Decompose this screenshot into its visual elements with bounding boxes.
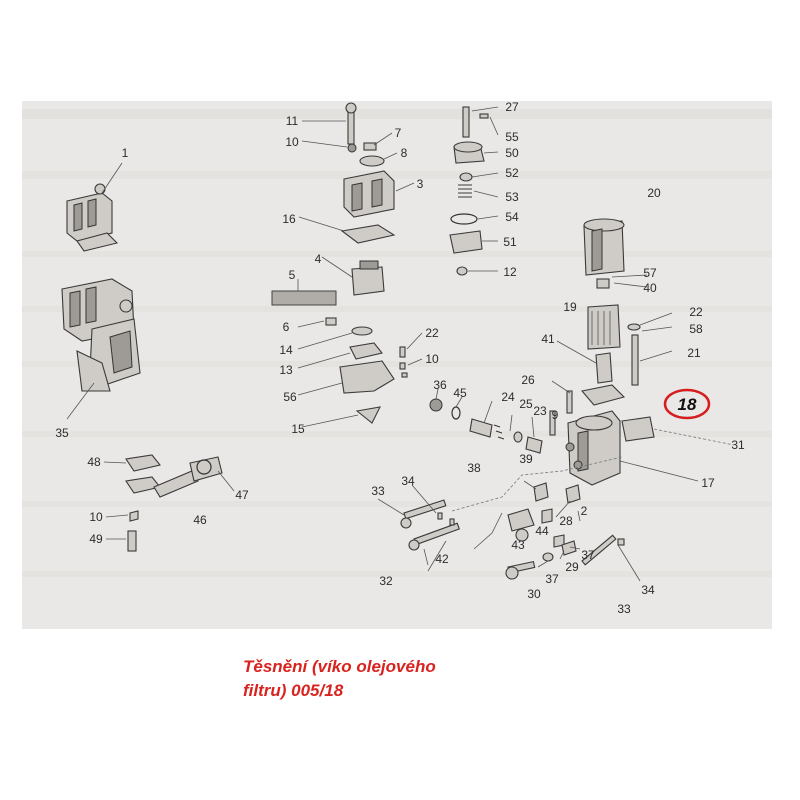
small-parts-22-10	[399, 332, 423, 378]
part-label-32: 32	[379, 574, 393, 588]
part-label-17: 17	[701, 476, 715, 490]
part-label-33-b: 33	[617, 602, 631, 616]
part-label-1: 1	[122, 146, 129, 160]
part-label-20: 20	[647, 186, 661, 200]
part-label-39: 39	[519, 452, 533, 466]
part-label-45: 45	[453, 386, 467, 400]
part-label-26: 26	[521, 373, 535, 387]
part-label-15: 15	[291, 422, 305, 436]
part-label-31: 31	[731, 438, 745, 452]
part-label-19: 19	[563, 300, 577, 314]
oil-pipe-assembly	[103, 454, 235, 552]
assembly-35	[61, 278, 141, 420]
part-label-12: 12	[503, 265, 517, 279]
part-label-11: 11	[286, 114, 299, 128]
part-label-34: 34	[401, 474, 415, 488]
part-label-7: 7	[395, 126, 402, 140]
part-label-57: 57	[643, 266, 657, 280]
part-label-53: 53	[505, 190, 519, 204]
caption-line-2: filtru) 005/18	[243, 681, 344, 700]
assembly-1	[66, 162, 123, 252]
part-label-3: 3	[417, 177, 424, 191]
part-label-10-b: 10	[425, 352, 439, 366]
part-label-50: 50	[505, 146, 519, 160]
part-label-29: 29	[565, 560, 579, 574]
part-label-21: 21	[687, 346, 701, 360]
part-label-23: 23	[533, 404, 547, 418]
part-label-43: 43	[511, 538, 525, 552]
part-label-42: 42	[435, 552, 449, 566]
part-label-54: 54	[505, 210, 519, 224]
center-upper-assembly	[271, 102, 415, 428]
part-label-16: 16	[282, 212, 296, 226]
part-label-10-c: 10	[89, 510, 103, 524]
diagram-canvas: 18	[22, 101, 772, 616]
part-label-58: 58	[689, 322, 703, 336]
part-label-38: 38	[467, 461, 481, 475]
part-label-51: 51	[503, 235, 517, 249]
part-label-37: 37	[581, 548, 595, 562]
part-label-5: 5	[289, 268, 296, 282]
part-label-41: 41	[541, 332, 555, 346]
part-label-6: 6	[283, 320, 290, 334]
part-number-labels: 1 35 11 10 7 8 3 16 4 5 6 14 13 56 15 22…	[55, 101, 745, 616]
part-caption: Těsnění (víko olejového filtru) 005/18	[243, 655, 503, 703]
part-label-40: 40	[643, 281, 657, 295]
relief-valve-parts	[429, 388, 556, 454]
part-label-36: 36	[433, 378, 447, 392]
bolts-and-fittings	[377, 456, 641, 582]
part-label-8: 8	[401, 146, 408, 160]
part-label-52: 52	[505, 166, 519, 180]
part-label-35: 35	[55, 426, 69, 440]
background-table-ghost	[22, 109, 772, 577]
part-label-33: 33	[371, 484, 385, 498]
highlight-label: 18	[678, 395, 697, 414]
part-label-13: 13	[279, 363, 293, 377]
part-label-46: 46	[193, 513, 207, 527]
part-label-56: 56	[283, 390, 297, 404]
part-label-14: 14	[279, 343, 293, 357]
part-label-2: 2	[581, 504, 588, 518]
part-label-49: 49	[89, 532, 103, 546]
part-label-55: 55	[505, 130, 519, 144]
part-label-27: 27	[505, 101, 519, 114]
highlight-part-18: 18	[663, 388, 711, 420]
part-label-22-b: 22	[689, 305, 703, 319]
part-label-4: 4	[315, 252, 322, 266]
exploded-parts-diagram: 18	[22, 101, 772, 629]
part-label-25: 25	[519, 397, 533, 411]
part-label-48: 48	[87, 455, 101, 469]
part-label-22: 22	[425, 326, 439, 340]
caption-line-1: Těsnění (víko olejového	[243, 657, 436, 676]
part-label-37-b: 37	[545, 572, 559, 586]
part-label-24: 24	[501, 390, 515, 404]
part-label-47: 47	[235, 488, 249, 502]
part-label-30: 30	[527, 587, 541, 601]
part-label-10: 10	[285, 135, 299, 149]
pressure-valve-stack	[449, 106, 499, 276]
part-label-34-b: 34	[641, 583, 655, 597]
part-label-9: 9	[552, 408, 559, 422]
part-label-44: 44	[535, 524, 549, 538]
oil-filter-assembly	[556, 218, 673, 386]
part-label-28: 28	[559, 514, 573, 528]
